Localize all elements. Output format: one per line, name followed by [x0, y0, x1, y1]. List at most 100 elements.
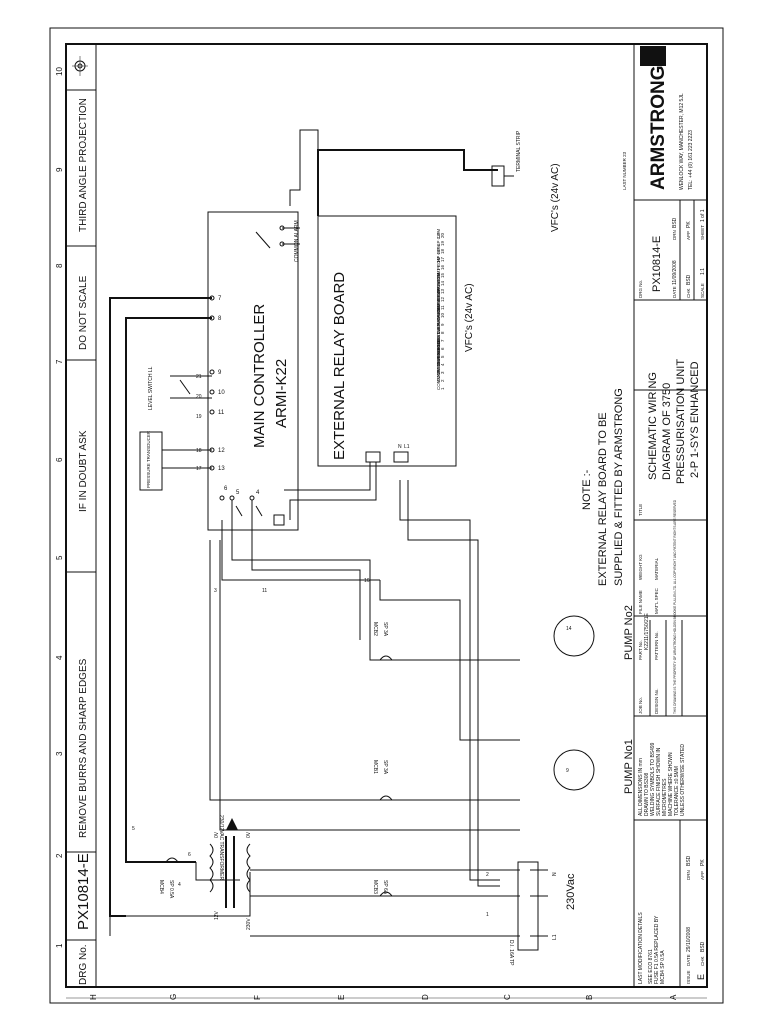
svg-text:14: 14 — [440, 280, 445, 286]
svg-text:LEVEL SWITCH LL: LEVEL SWITCH LL — [148, 366, 154, 410]
svg-text:9: 9 — [440, 323, 445, 326]
svg-text:RUN PUMP 2 COM: RUN PUMP 2 COM — [436, 286, 441, 326]
svg-text:19: 19 — [196, 414, 202, 420]
svg-text:N: N — [398, 444, 402, 450]
svg-text:11: 11 — [262, 588, 267, 594]
svg-text:G: G — [169, 994, 178, 1000]
pump-2-label: PUMP No2 — [623, 605, 635, 660]
svg-text:11/09/2008: 11/09/2008 — [672, 260, 678, 285]
title-line-1: SCHEMATIC WIRING — [647, 372, 659, 480]
relay-board-vfc-label: VFC's (24v AC) — [464, 283, 475, 352]
svg-text:MCB2: MCB2 — [372, 622, 378, 636]
svg-text:A: A — [669, 994, 678, 1000]
svg-text:1:1: 1:1 — [700, 268, 706, 275]
supply-voltage: 230Vac — [565, 873, 577, 910]
svg-text:11: 11 — [218, 410, 225, 416]
header-drg-label: DRG No. — [78, 944, 89, 985]
svg-text:RUN PUMP 2: RUN PUMP 2 — [436, 290, 441, 318]
svg-text:9: 9 — [218, 370, 222, 376]
svg-text:8: 8 — [218, 316, 222, 322]
svg-text:9: 9 — [566, 768, 569, 774]
svg-text:21: 21 — [196, 374, 202, 380]
title-line-2: DIAGRAM OF 3750 — [661, 383, 673, 480]
svg-text:TITLE: TITLE — [638, 504, 643, 516]
svg-text:FILE NAME: FILE NAME — [638, 590, 643, 614]
svg-text:6: 6 — [188, 852, 191, 858]
company-address: WENLOCK WAY, MANCHESTER, M12 5JL — [679, 93, 685, 190]
svg-text:PATTERN No.: PATTERN No. — [654, 631, 659, 660]
svg-text:3: 3 — [214, 588, 217, 594]
note-remove-burrs: REMOVE BURRS AND SHARP EDGES — [78, 658, 89, 838]
pump-relay-contacts — [231, 500, 285, 526]
svg-text:20: 20 — [196, 394, 202, 400]
svg-text:3: 3 — [55, 751, 64, 756]
svg-text:C: C — [503, 994, 512, 1000]
svg-text:UNLESS OTHERWISE STATED: UNLESS OTHERWISE STATED — [680, 744, 686, 816]
last-number: LAST NUMBER 23 — [622, 151, 627, 190]
svg-text:WEIGHT KG: WEIGHT KG — [638, 554, 643, 580]
svg-text:K2211/1750/21E: K2211/1750/21E — [644, 612, 650, 650]
sheet-border — [49, 27, 724, 1004]
svg-text:SURFACE FINISH SHOWN IN: SURFACE FINISH SHOWN IN — [656, 747, 662, 816]
svg-text:16: 16 — [364, 578, 370, 584]
svg-text:17: 17 — [196, 466, 202, 472]
svg-text:L1: L1 — [404, 444, 410, 450]
title-block: LAST NUMBER 23 ARMSTRONG WENLOCK WAY, MA… — [622, 44, 707, 987]
mcb1: MCB1 SP 3A — [372, 760, 393, 801]
svg-text:SEE ECO 8761: SEE ECO 8761 — [648, 949, 654, 984]
svg-text:SP 6A: SP 6A — [382, 880, 388, 895]
svg-text:SP 0.5A: SP 0.5A — [168, 880, 174, 899]
svg-text:ALL DIMENSIONS IN mm: ALL DIMENSIONS IN mm — [638, 758, 644, 816]
grid-rows: H G F E D C B A — [66, 994, 707, 1000]
svg-text:1: 1 — [440, 387, 445, 390]
main-controller-model: ARMI-K22 — [273, 359, 290, 428]
svg-text:MCB3: MCB3 — [372, 880, 378, 894]
title-line-4: 2-P 1-SYS ENHANCED — [689, 361, 701, 478]
svg-text:12: 12 — [440, 296, 445, 302]
mcb4: MCB4 SP 0.5A — [158, 857, 179, 899]
svg-text:8: 8 — [55, 263, 64, 268]
svg-text:5: 5 — [236, 490, 240, 496]
svg-text:19: 19 — [440, 240, 445, 246]
svg-text:17: 17 — [440, 256, 445, 262]
svg-text:WELDING SYMBOLS TO BS499: WELDING SYMBOLS TO BS499 — [650, 742, 656, 816]
svg-text:SP 3A: SP 3A — [382, 760, 388, 775]
wiring — [109, 129, 520, 937]
svg-text:N: N — [552, 872, 558, 876]
svg-text:5: 5 — [440, 355, 445, 358]
svg-text:FILL: FILL — [436, 340, 441, 350]
svg-text:DRG No.: DRG No. — [638, 280, 643, 298]
pressure-transducer: PRESSURE TRANSDUCER — [139, 430, 212, 491]
svg-text:PRESSURE TRANSDUCER: PRESSURE TRANSDUCER — [146, 430, 151, 488]
note-if-in-doubt: IF IN DOUBT ASK — [78, 430, 89, 512]
pump-2: PUMP No2 — [553, 605, 635, 660]
svg-text:PF 1 COM: PF 1 COM — [436, 256, 441, 278]
svg-text:MICROMETRES: MICROMETRES — [662, 778, 668, 816]
svg-text:DISCHARGE START ALARM COM: DISCHARGE START ALARM COM — [436, 303, 441, 374]
issue-letter: E — [696, 974, 706, 980]
svg-text:7: 7 — [440, 339, 445, 342]
svg-text:4: 4 — [440, 363, 445, 366]
svg-text:29/10/2008: 29/10/2008 — [686, 927, 692, 952]
svg-text:230V: 230V — [246, 918, 252, 930]
svg-text:DISCHARGE START ALARM: DISCHARGE START ALARM — [436, 307, 441, 366]
relay-board-title: EXTERNAL RELAY BOARD — [331, 272, 348, 460]
svg-text:MCB1: MCB1 — [372, 760, 378, 774]
svg-text:13: 13 — [218, 466, 225, 472]
svg-text:8: 8 — [440, 331, 445, 334]
svg-text:5: 5 — [55, 555, 64, 560]
terminal-strip-label: TERMINAL STRIP — [516, 130, 522, 172]
dimensions-notes: ALL DIMENSIONS IN mm DRAWN TO BS308 WELD… — [638, 742, 686, 816]
svg-text:1: 1 — [55, 943, 64, 948]
svg-text:DATE: DATE — [672, 286, 677, 298]
svg-text:BSD: BSD — [700, 941, 706, 952]
isolator: D.I. 16A TP N L1 230Vac — [508, 861, 577, 966]
mcb3: MCB3 SP 6A — [372, 880, 393, 897]
svg-text:9: 9 — [55, 167, 64, 172]
relay-board-connectors: N L1 — [365, 444, 410, 480]
svg-text:DRN: DRN — [686, 870, 691, 880]
svg-text:PART No.: PART No. — [638, 640, 643, 660]
svg-text:BSD: BSD — [686, 855, 692, 866]
svg-text:0V: 0V — [214, 831, 220, 838]
